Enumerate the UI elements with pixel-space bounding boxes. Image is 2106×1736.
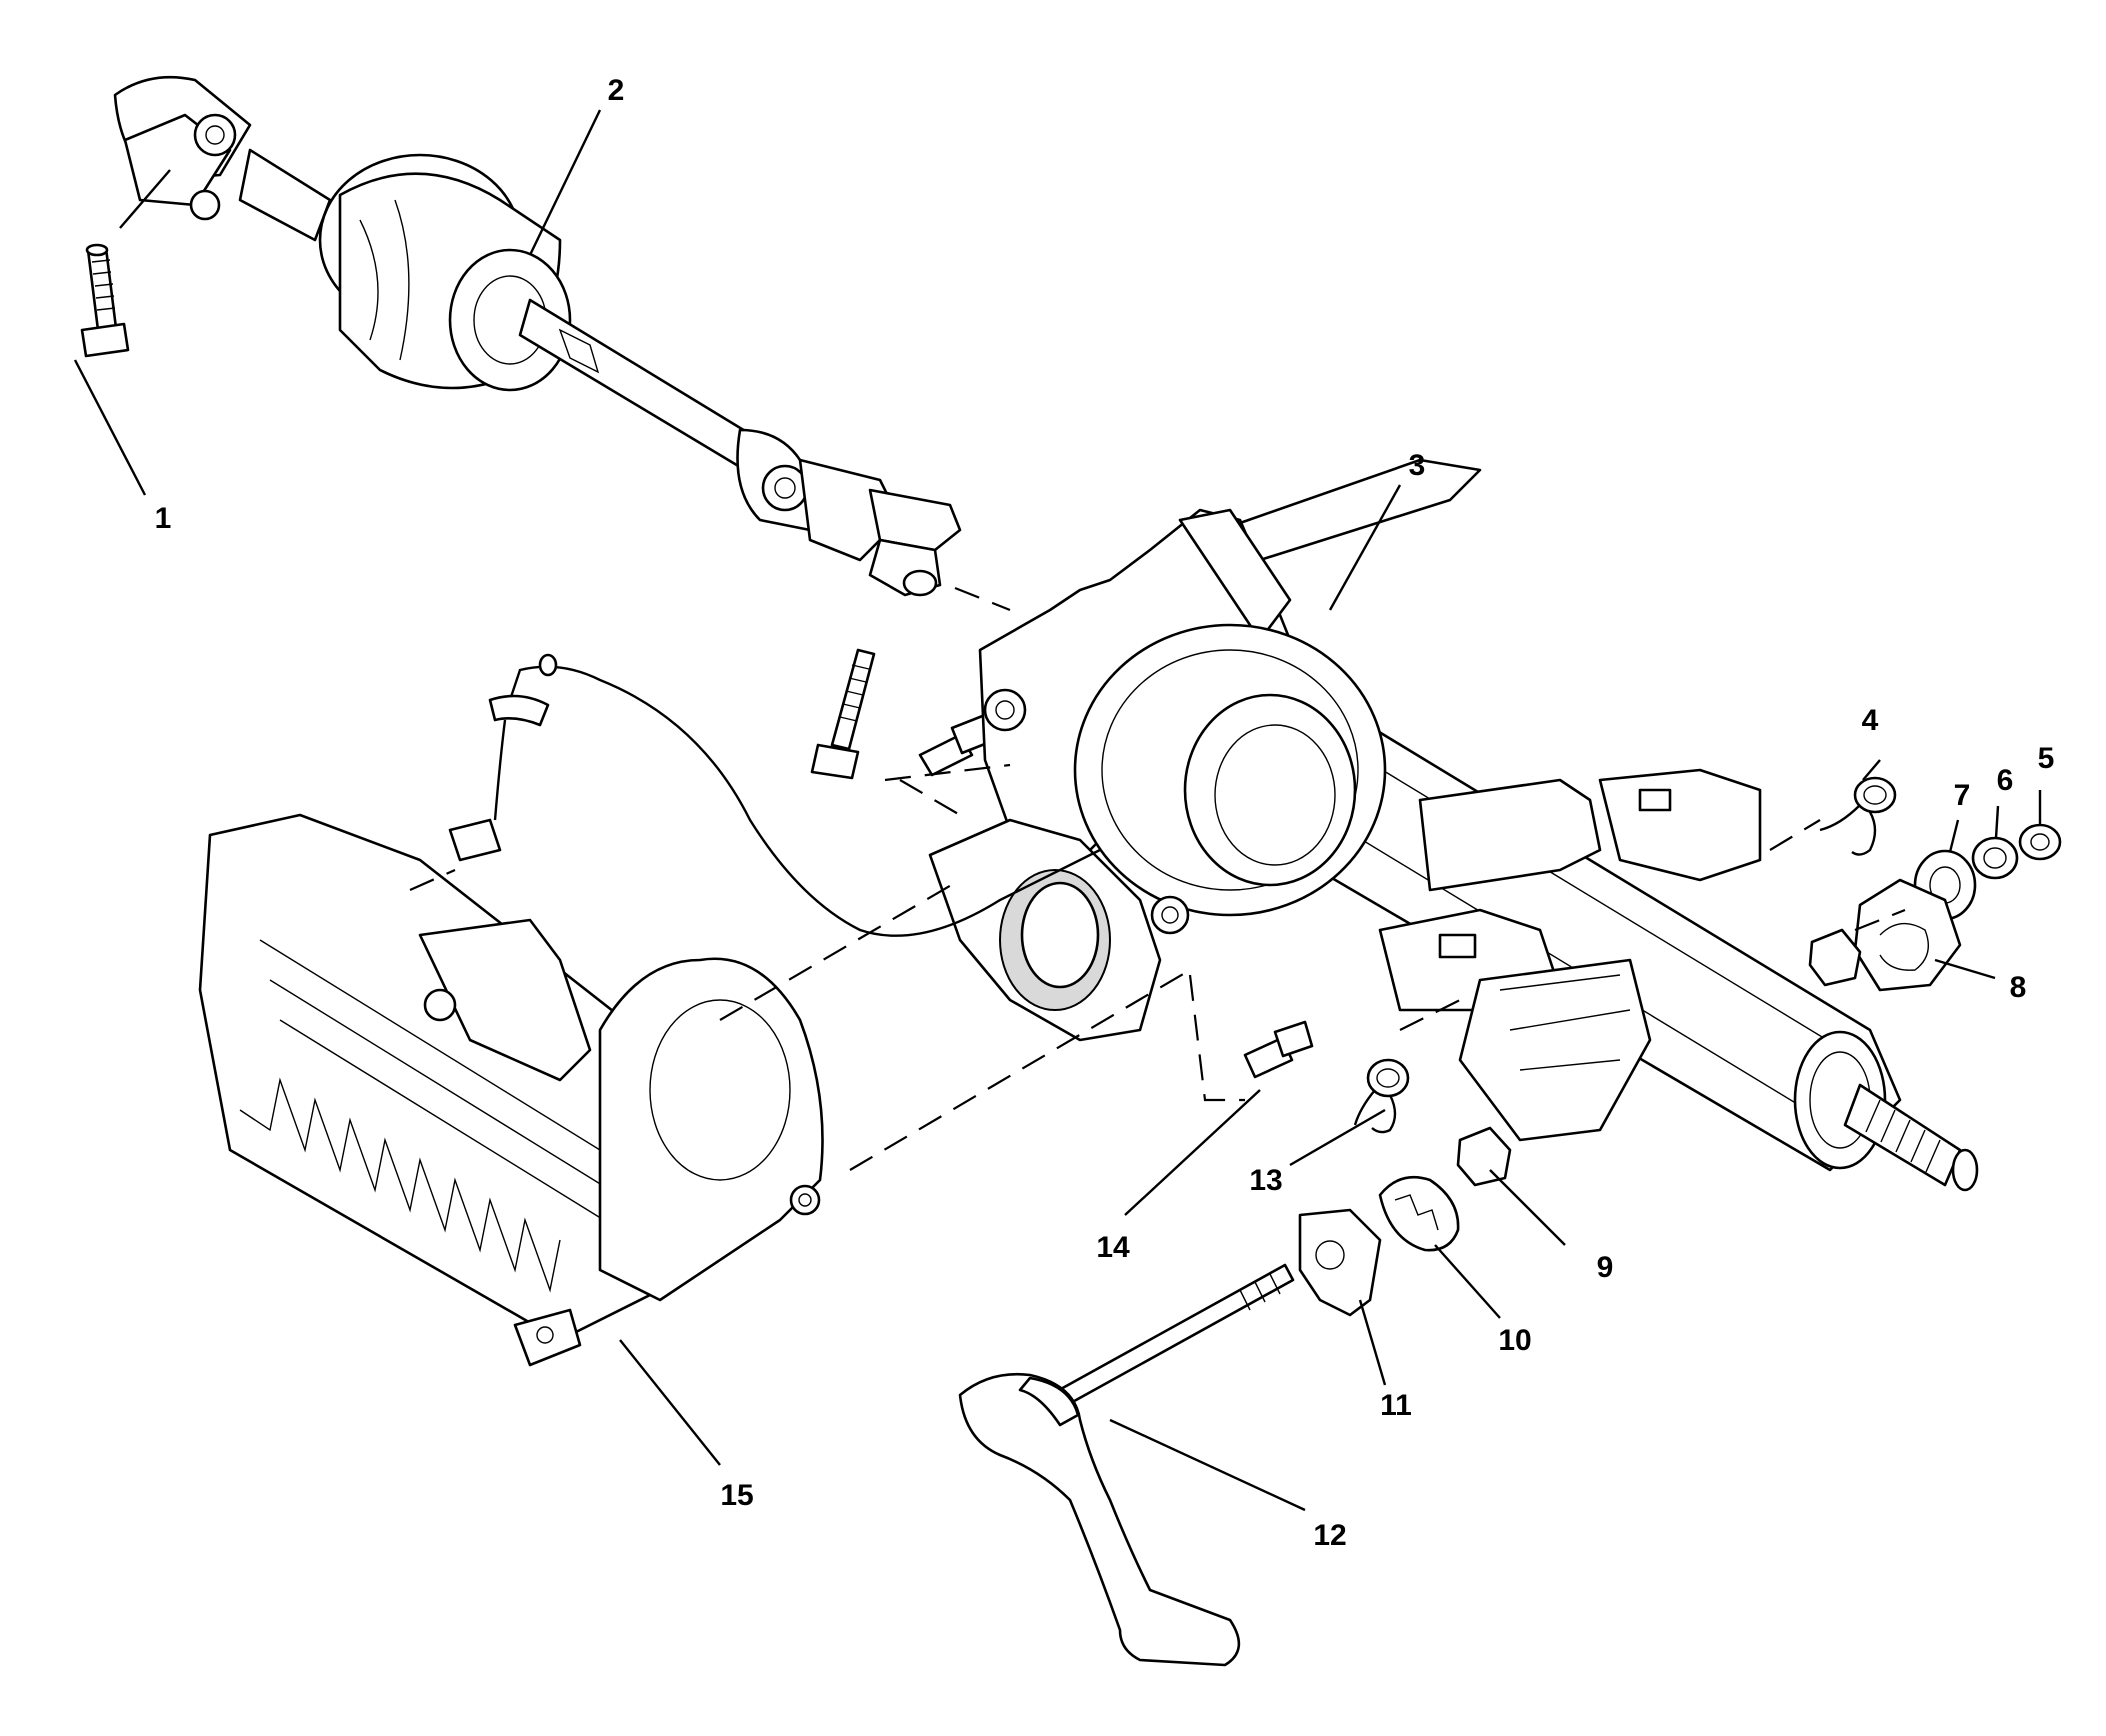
part-11-lever-plate (1298, 1208, 1382, 1317)
callout-12: 12 (1313, 1519, 1346, 1552)
callout-8: 8 (2010, 971, 2027, 1004)
part-14-bolt (1243, 1020, 1314, 1079)
part-10-locking-washer (1378, 1175, 1460, 1252)
callout-5: 5 (2038, 742, 2055, 775)
part-2-intermediate-shaft (113, 75, 962, 597)
callout-4: 4 (1862, 704, 1879, 737)
callout-1: 1 (155, 502, 172, 535)
joint-pinch-bolt (810, 648, 876, 780)
assembly-dashed-lines (409, 586, 1906, 1171)
callout-9: 9 (1597, 1251, 1614, 1284)
callout-7: 7 (1954, 779, 1971, 812)
callout-15: 15 (720, 1479, 753, 1512)
part-13-spring (1353, 1058, 1410, 1134)
callout-10: 10 (1498, 1324, 1531, 1357)
callout-2: 2 (608, 74, 625, 107)
callout-11: 11 (1380, 1389, 1412, 1422)
callout-14: 14 (1096, 1231, 1130, 1264)
part-15-power-steering-motor (198, 653, 1101, 1367)
part-12-release-lever (958, 1263, 1295, 1667)
part-4-spring (1819, 776, 1897, 856)
callout-13: 13 (1249, 1164, 1282, 1197)
part-5-nut (2018, 823, 2062, 861)
part-1-bolt (80, 243, 130, 358)
callout-6: 6 (1997, 764, 2014, 797)
leader-lines (73, 109, 2042, 1512)
part-3-steering-column (928, 458, 1979, 1192)
callout-labels: 1 2 3 4 5 6 7 8 9 10 11 12 13 14 15 (155, 74, 2055, 1552)
callout-3: 3 (1409, 449, 1426, 482)
part-8-cam-plate (1853, 878, 1962, 992)
part-9-clip (1456, 928, 1862, 1187)
part-6-washer (1971, 836, 2019, 880)
